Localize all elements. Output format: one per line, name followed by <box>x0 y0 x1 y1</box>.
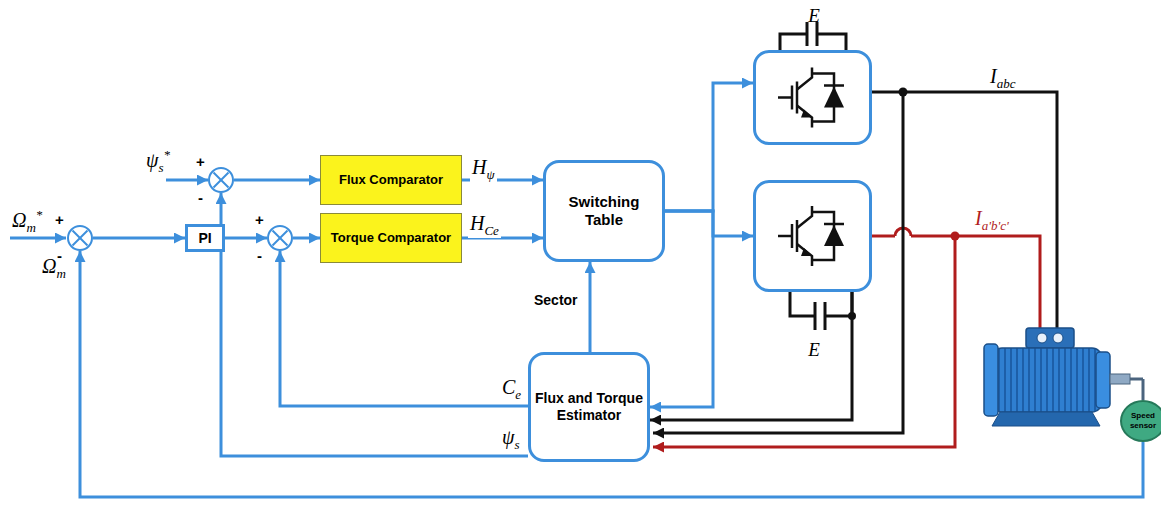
node-label: Flux Comparator <box>339 172 443 188</box>
voltage-label: E <box>802 339 826 361</box>
sign-label: - <box>198 189 203 206</box>
motor-illustration <box>984 328 1143 426</box>
edge-label: Sector <box>532 292 580 308</box>
speed-sensor: Speed sensor <box>1120 400 1161 442</box>
sign-label: - <box>257 247 262 264</box>
inverter-box: E <box>753 50 872 145</box>
signal-connector <box>665 211 753 236</box>
capacitor-symbol <box>780 22 846 50</box>
capacitor-symbol <box>790 292 852 330</box>
estimator-box: Flux and Torque Estimator <box>528 352 650 462</box>
inverter-box: E <box>753 180 872 292</box>
summing-cross <box>69 227 91 249</box>
igbt-diode-symbol <box>756 53 869 142</box>
node-label: Flux and Torque Estimator <box>534 390 644 424</box>
summing-junction: +- <box>267 225 293 251</box>
signal-label: Iabc <box>990 66 1015 90</box>
edge-label: Hψ <box>470 156 497 182</box>
node-label: PI <box>198 230 211 247</box>
signal-label: ψs* <box>146 148 170 174</box>
signal-connector <box>234 179 320 182</box>
sign-label: + <box>196 153 205 170</box>
signal-connector <box>650 292 852 420</box>
igbt-diode-symbol <box>756 183 869 289</box>
summing-cross <box>269 227 291 249</box>
edge-label: Ce <box>500 376 523 402</box>
signal-connector <box>93 237 185 240</box>
signal-connector <box>280 251 528 406</box>
signal-label: Ωm <box>42 256 66 280</box>
signal-connector <box>80 251 1143 497</box>
signal-connector <box>221 193 528 456</box>
flux-reference-line <box>166 179 208 182</box>
node-label: Torque Comparator <box>331 230 451 246</box>
sign-label: + <box>55 211 64 228</box>
signal-connector <box>293 237 320 240</box>
summing-junction: +- <box>208 167 234 193</box>
controller-box: PI <box>185 224 225 252</box>
sign-label: + <box>255 211 264 228</box>
summing-junction: +- <box>67 225 93 251</box>
summing-cross <box>210 169 232 191</box>
signal-connector <box>225 237 267 240</box>
signal-label: Ia'b'c' <box>975 208 1009 232</box>
speed-reference-line <box>10 237 66 240</box>
signal-label: Ωm* <box>12 208 42 234</box>
node-label: Speed sensor <box>1123 411 1161 430</box>
voltage-label: E <box>802 5 826 27</box>
comparator-box: Torque Comparator <box>320 213 462 263</box>
edge-label: ψs <box>500 426 521 452</box>
signal-connector <box>665 83 753 211</box>
edge-label: HCe <box>468 212 501 238</box>
switching-table-box: Switching Table <box>543 160 665 262</box>
phase-wire <box>911 236 1040 330</box>
phase-wire <box>872 235 895 238</box>
signal-connector <box>589 262 592 352</box>
node-label: Switching Table <box>549 193 659 229</box>
sign-label: - <box>57 247 62 264</box>
comparator-box: Flux Comparator <box>320 155 462 205</box>
phase-wire <box>872 92 1057 330</box>
